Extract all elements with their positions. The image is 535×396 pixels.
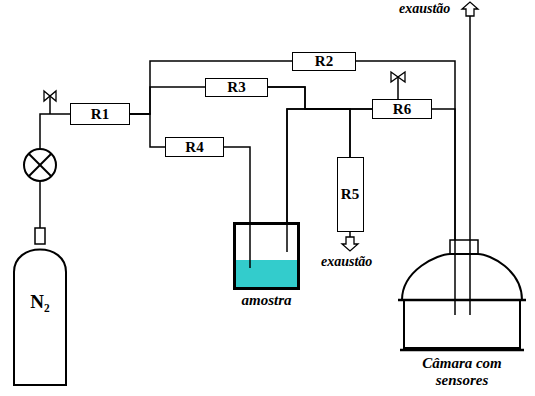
gas-line: [130, 114, 165, 147]
pressure-regulator: [24, 149, 56, 181]
gas-line: [268, 87, 350, 157]
gas-label: N₂: [12, 292, 68, 311]
gas-inlet-pipe: [454, 240, 456, 315]
gas-line: [224, 147, 250, 222]
cylinder-outline: [14, 250, 66, 386]
valve-symbol: [44, 91, 56, 101]
exhaust-pipe: [469, 16, 471, 240]
resistor-box: R5: [337, 157, 364, 232]
resistor-label: R2: [315, 54, 333, 69]
gas-cylinder: N₂: [12, 228, 68, 386]
valve-symbol: [391, 72, 405, 82]
resistor-label: R5: [341, 187, 359, 202]
valve-stem: [397, 77, 399, 99]
chamber-dome: [402, 254, 522, 300]
gas-line: [130, 61, 292, 114]
outlet-tube: [286, 222, 288, 252]
regulator-cross: [29, 154, 51, 176]
exhaust-label: exaustão: [398, 2, 451, 16]
exhaust-pipe: [349, 232, 351, 237]
gas-line: [130, 87, 205, 114]
valve-stem: [49, 96, 51, 114]
resistor-box: R2: [292, 52, 356, 71]
gas-line: [356, 61, 455, 240]
resistor-label: R1: [91, 107, 109, 122]
chamber-flange: [398, 299, 526, 302]
exhaust-label: exaustão: [320, 255, 373, 269]
liquid-sample: [236, 260, 297, 287]
chamber-body: [404, 300, 520, 348]
resistor-box: R3: [205, 78, 268, 97]
resistor-label: R6: [393, 102, 411, 117]
sample-label: amostra: [241, 293, 291, 308]
inlet-tube: [249, 222, 251, 268]
resistor-label: R4: [185, 140, 203, 155]
sample-bottle: amostra: [233, 222, 300, 290]
resistor-box: R1: [70, 103, 130, 125]
chamber-neck: [450, 240, 478, 254]
sample-bottle-outline: [233, 222, 300, 290]
sensor-chamber: Câmara com sensores: [398, 240, 526, 352]
chamber-base: [400, 349, 524, 352]
gas-outlet-pipe: [469, 240, 471, 315]
regulator-cross: [29, 154, 51, 176]
cylinder-neck: [35, 228, 45, 244]
exhaust-arrow: [342, 237, 358, 251]
gas-line: [268, 87, 372, 109]
bottle-outline: [235, 224, 299, 289]
exhaust-arrow: [462, 2, 478, 16]
resistor-box: R4: [165, 137, 224, 157]
chamber-label: Câmara com sensores: [398, 355, 526, 390]
sensor-chamber-outline: [398, 240, 526, 352]
resistor-label: R3: [227, 80, 245, 95]
resistor-box: R6: [372, 99, 432, 119]
gas-line: [432, 109, 455, 240]
